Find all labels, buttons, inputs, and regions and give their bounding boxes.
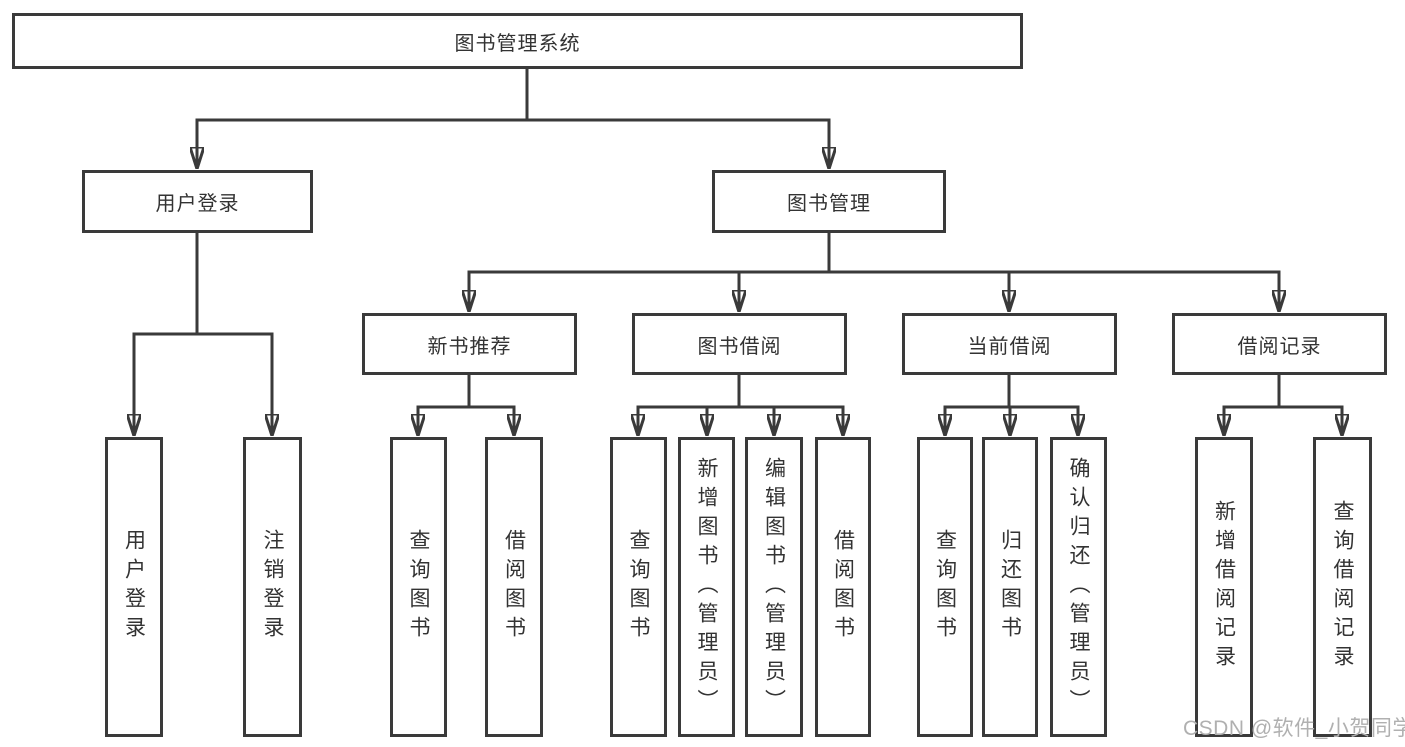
leaf-return-books: 归还图书 xyxy=(982,437,1038,737)
node-new-book-recommend: 新书推荐 xyxy=(362,313,577,375)
leaf-user-login: 用户登录 xyxy=(105,437,163,737)
leaf-add-borrow-record: 新增借阅记录 xyxy=(1195,437,1253,737)
leaf-borrow-books-recommend-label: 借阅图书 xyxy=(502,529,526,645)
leaf-add-books-admin: 新增图书（管理员） xyxy=(678,437,735,737)
leaf-query-books-recommend: 查询图书 xyxy=(390,437,447,737)
node-library-management-system: 图书管理系统 xyxy=(12,13,1023,69)
leaf-logout-label: 注销登录 xyxy=(261,529,284,645)
leaf-query-borrow-record-label: 查询借阅记录 xyxy=(1331,500,1354,674)
node-borrowing-records: 借阅记录 xyxy=(1172,313,1387,375)
leaf-confirm-return-admin: 确认归还（管理员） xyxy=(1050,437,1107,737)
node-book-borrowing: 图书借阅 xyxy=(632,313,847,375)
node-book-management: 图书管理 xyxy=(712,170,946,233)
leaf-edit-books-admin-label: 编辑图书（管理员） xyxy=(762,456,786,718)
leaf-query-books-recommend-label: 查询图书 xyxy=(407,529,430,645)
csdn-watermark: CSDN @软件_小贺同学 xyxy=(1183,717,1405,740)
leaf-borrow-books-label: 借阅图书 xyxy=(831,529,855,645)
leaf-query-books-borrow: 查询图书 xyxy=(610,437,667,737)
node-user-login: 用户登录 xyxy=(82,170,313,233)
leaf-query-books-borrow-label: 查询图书 xyxy=(627,529,650,645)
leaf-borrow-books: 借阅图书 xyxy=(815,437,871,737)
leaf-query-borrow-record: 查询借阅记录 xyxy=(1313,437,1372,737)
leaf-query-books-current: 查询图书 xyxy=(917,437,973,737)
leaf-add-books-admin-label: 新增图书（管理员） xyxy=(695,456,718,718)
node-current-borrowing: 当前借阅 xyxy=(902,313,1117,375)
leaf-query-books-current-label: 查询图书 xyxy=(933,529,957,645)
leaf-add-borrow-record-label: 新增借阅记录 xyxy=(1212,500,1236,674)
leaf-edit-books-admin: 编辑图书（管理员） xyxy=(745,437,803,737)
leaf-user-login-label: 用户登录 xyxy=(122,529,146,645)
leaf-return-books-label: 归还图书 xyxy=(998,529,1022,645)
leaf-logout: 注销登录 xyxy=(243,437,302,737)
leaf-confirm-return-admin-label: 确认归还（管理员） xyxy=(1067,456,1090,718)
leaf-borrow-books-recommend: 借阅图书 xyxy=(485,437,543,737)
